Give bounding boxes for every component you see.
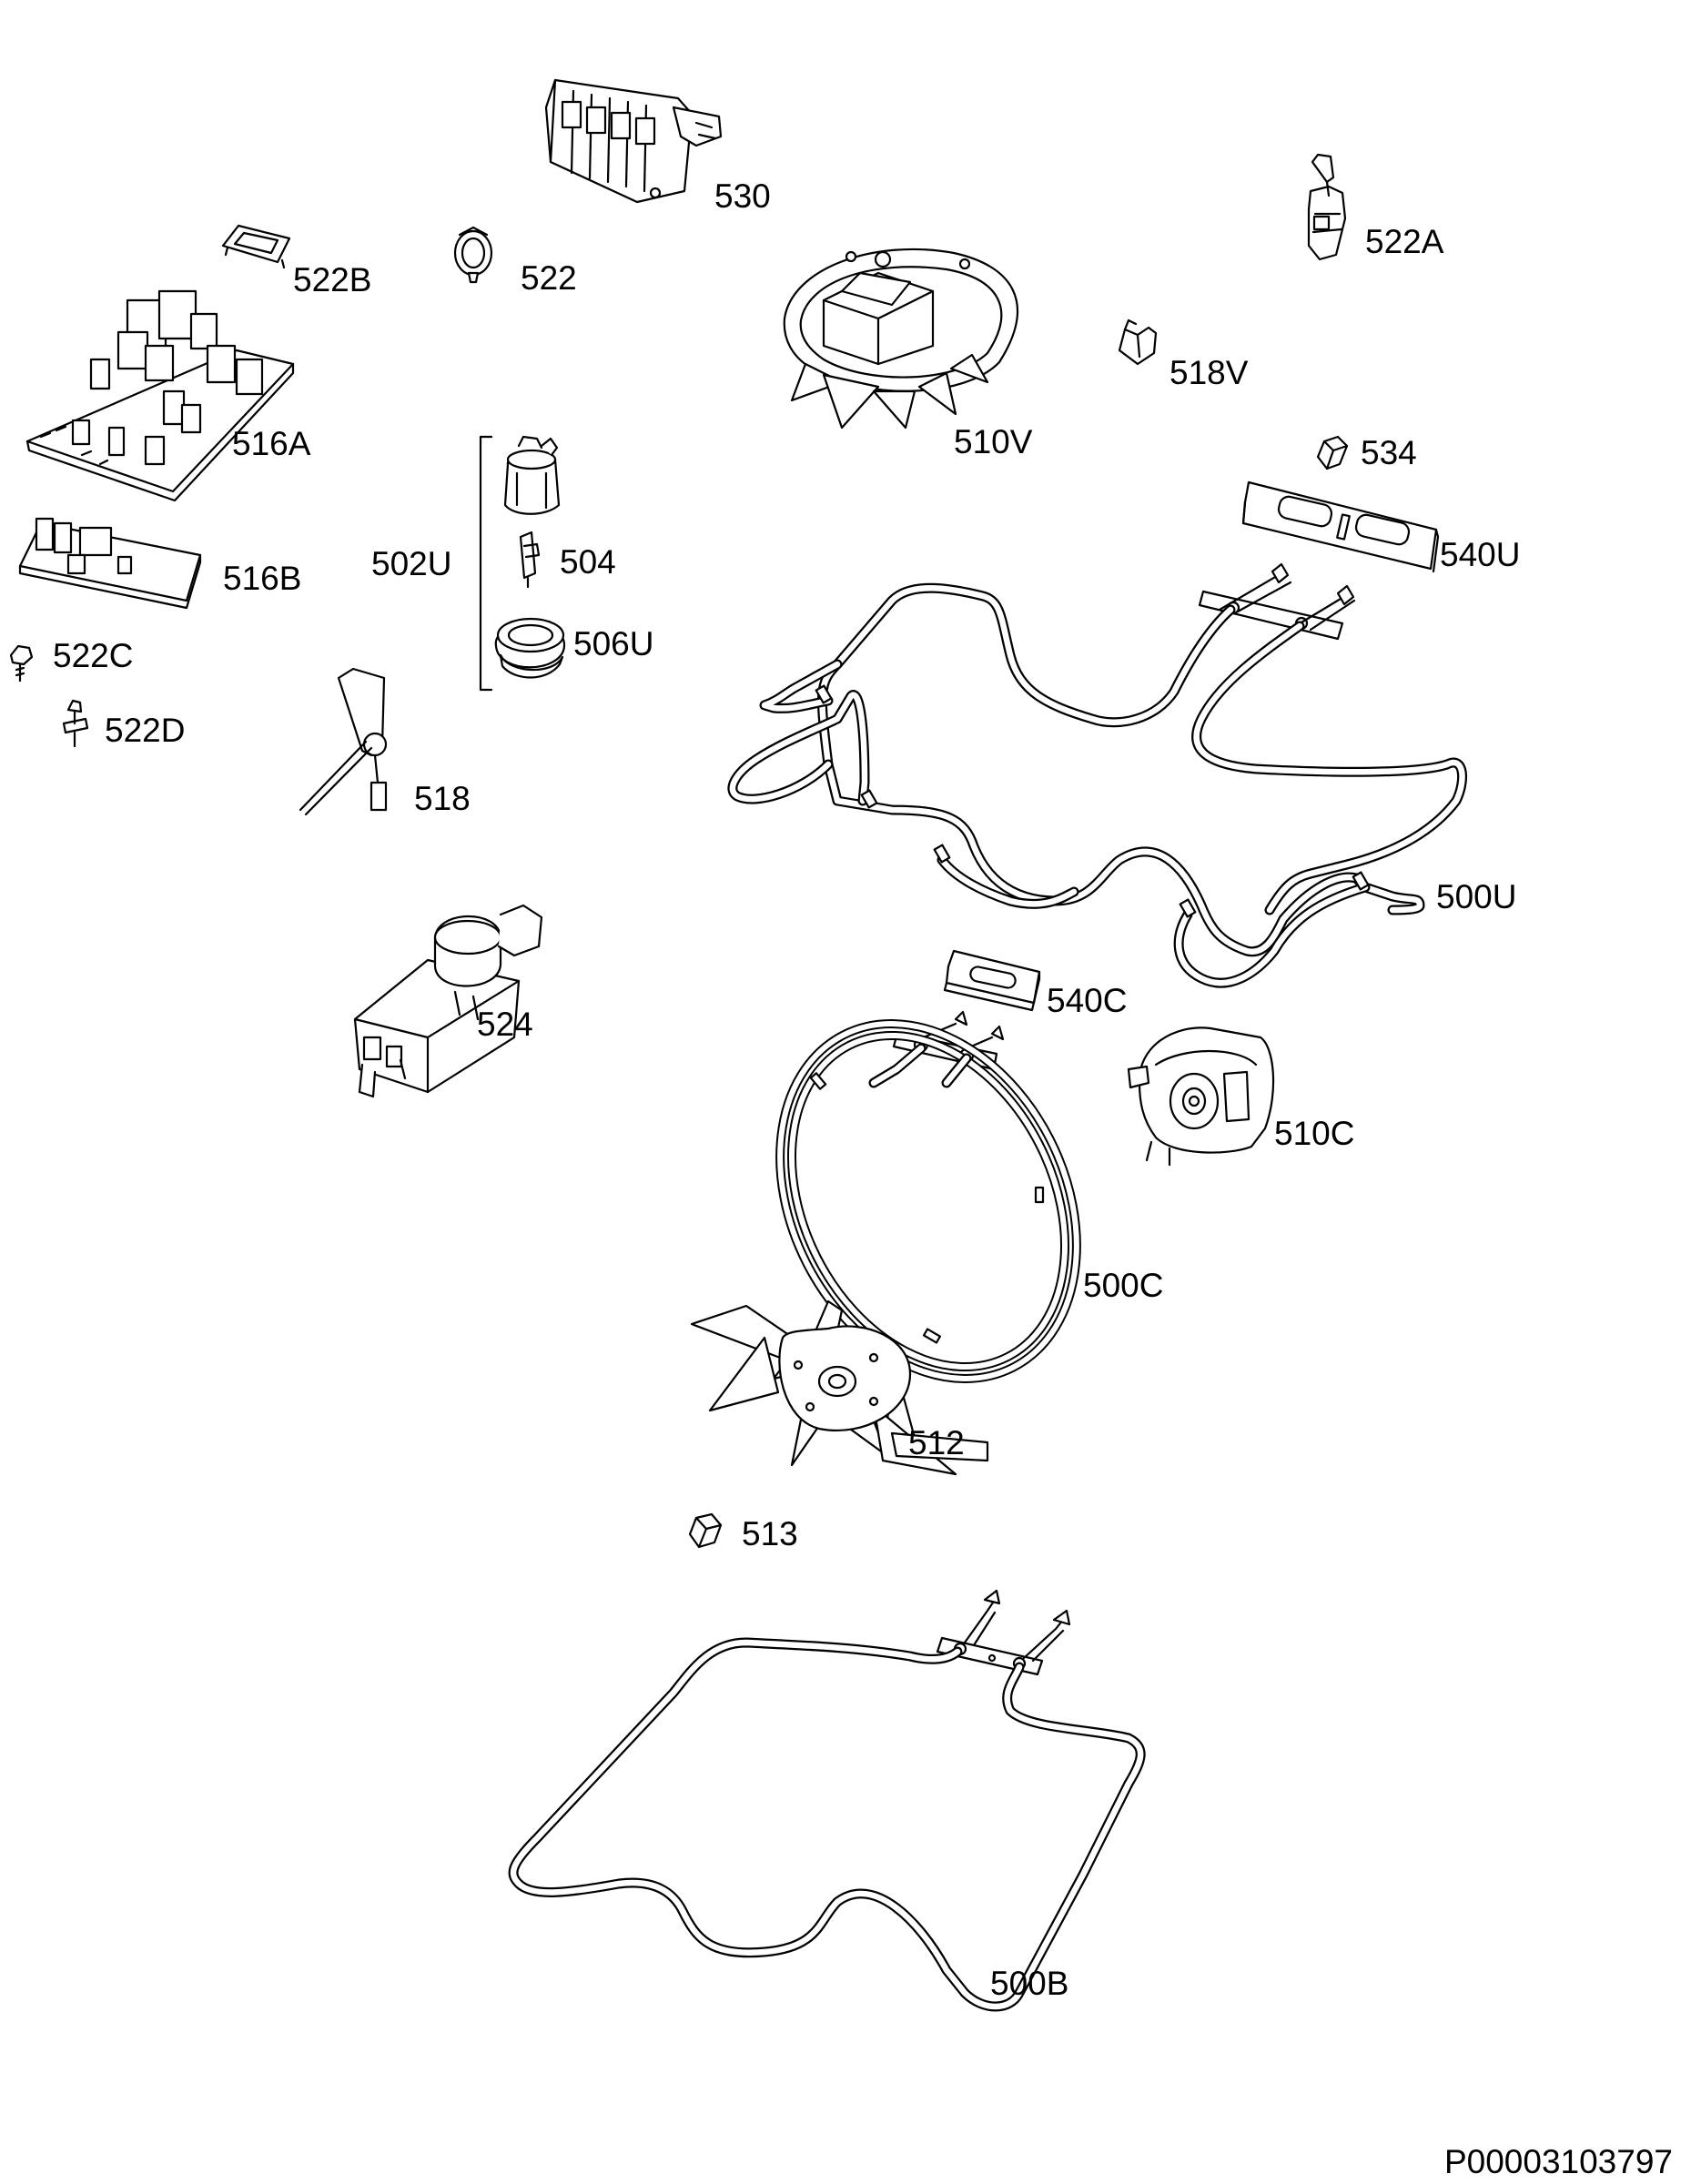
part-504-spindle	[519, 531, 541, 589]
label-500C: 500C	[1083, 1267, 1163, 1304]
part-534-nut	[1316, 435, 1349, 470]
label-510C: 510C	[1274, 1115, 1354, 1152]
label-510V: 510V	[954, 423, 1033, 460]
part-500C-circular-heating-element	[775, 1010, 1081, 1383]
label-534: 534	[1361, 434, 1417, 471]
part-500U-top-heating-element	[727, 562, 1468, 988]
label-516B: 516B	[223, 560, 301, 597]
part-513-nut	[688, 1512, 723, 1549]
label-522: 522	[521, 259, 577, 297]
label-518V: 518V	[1170, 354, 1249, 391]
label-513: 513	[742, 1515, 798, 1552]
label-512: 512	[908, 1424, 965, 1461]
label-540C: 540C	[1047, 982, 1127, 1019]
label-524: 524	[477, 1006, 533, 1043]
part-510V-fan-motor	[783, 248, 1018, 430]
part-522A-switch	[1307, 153, 1347, 261]
label-530: 530	[714, 177, 771, 215]
label-518: 518	[414, 780, 471, 817]
part-502U-thermostat	[503, 435, 561, 515]
label-522A: 522A	[1365, 223, 1444, 260]
part-522D-screw	[62, 699, 89, 748]
part-530-terminal-block	[544, 78, 723, 204]
label-500B: 500B	[990, 1965, 1068, 2002]
part-518-temperature-probe	[299, 667, 388, 816]
label-516A: 516A	[232, 425, 311, 462]
part-540C-gasket	[943, 949, 1041, 1012]
label-502U: 502U	[371, 545, 451, 582]
part-522C-screw	[9, 644, 34, 682]
part-522-clip	[453, 226, 493, 284]
part-522B-bracket	[221, 224, 291, 269]
part-506U-button	[494, 617, 566, 679]
label-506U: 506U	[573, 625, 653, 662]
part-510C-fan-motor	[1127, 1026, 1275, 1167]
label-522C: 522C	[53, 637, 133, 674]
label-522B: 522B	[293, 261, 371, 298]
part-500B-bottom-heating-element	[508, 1589, 1146, 2012]
part-524-door-lock	[353, 904, 543, 1098]
part-540U-gasket	[1241, 480, 1440, 573]
label-500U: 500U	[1436, 878, 1516, 915]
label-504: 504	[560, 543, 616, 581]
label-522D: 522D	[105, 712, 185, 749]
part-516B-power-board	[18, 517, 202, 610]
part-512-fan-blade	[690, 1299, 989, 1476]
document-id: P00003103797	[1444, 2143, 1673, 2180]
label-540U: 540U	[1440, 536, 1520, 573]
part-518V-sensor-clip	[1118, 318, 1158, 366]
part-516A-control-board	[25, 289, 295, 502]
bracket-502U	[479, 435, 493, 692]
